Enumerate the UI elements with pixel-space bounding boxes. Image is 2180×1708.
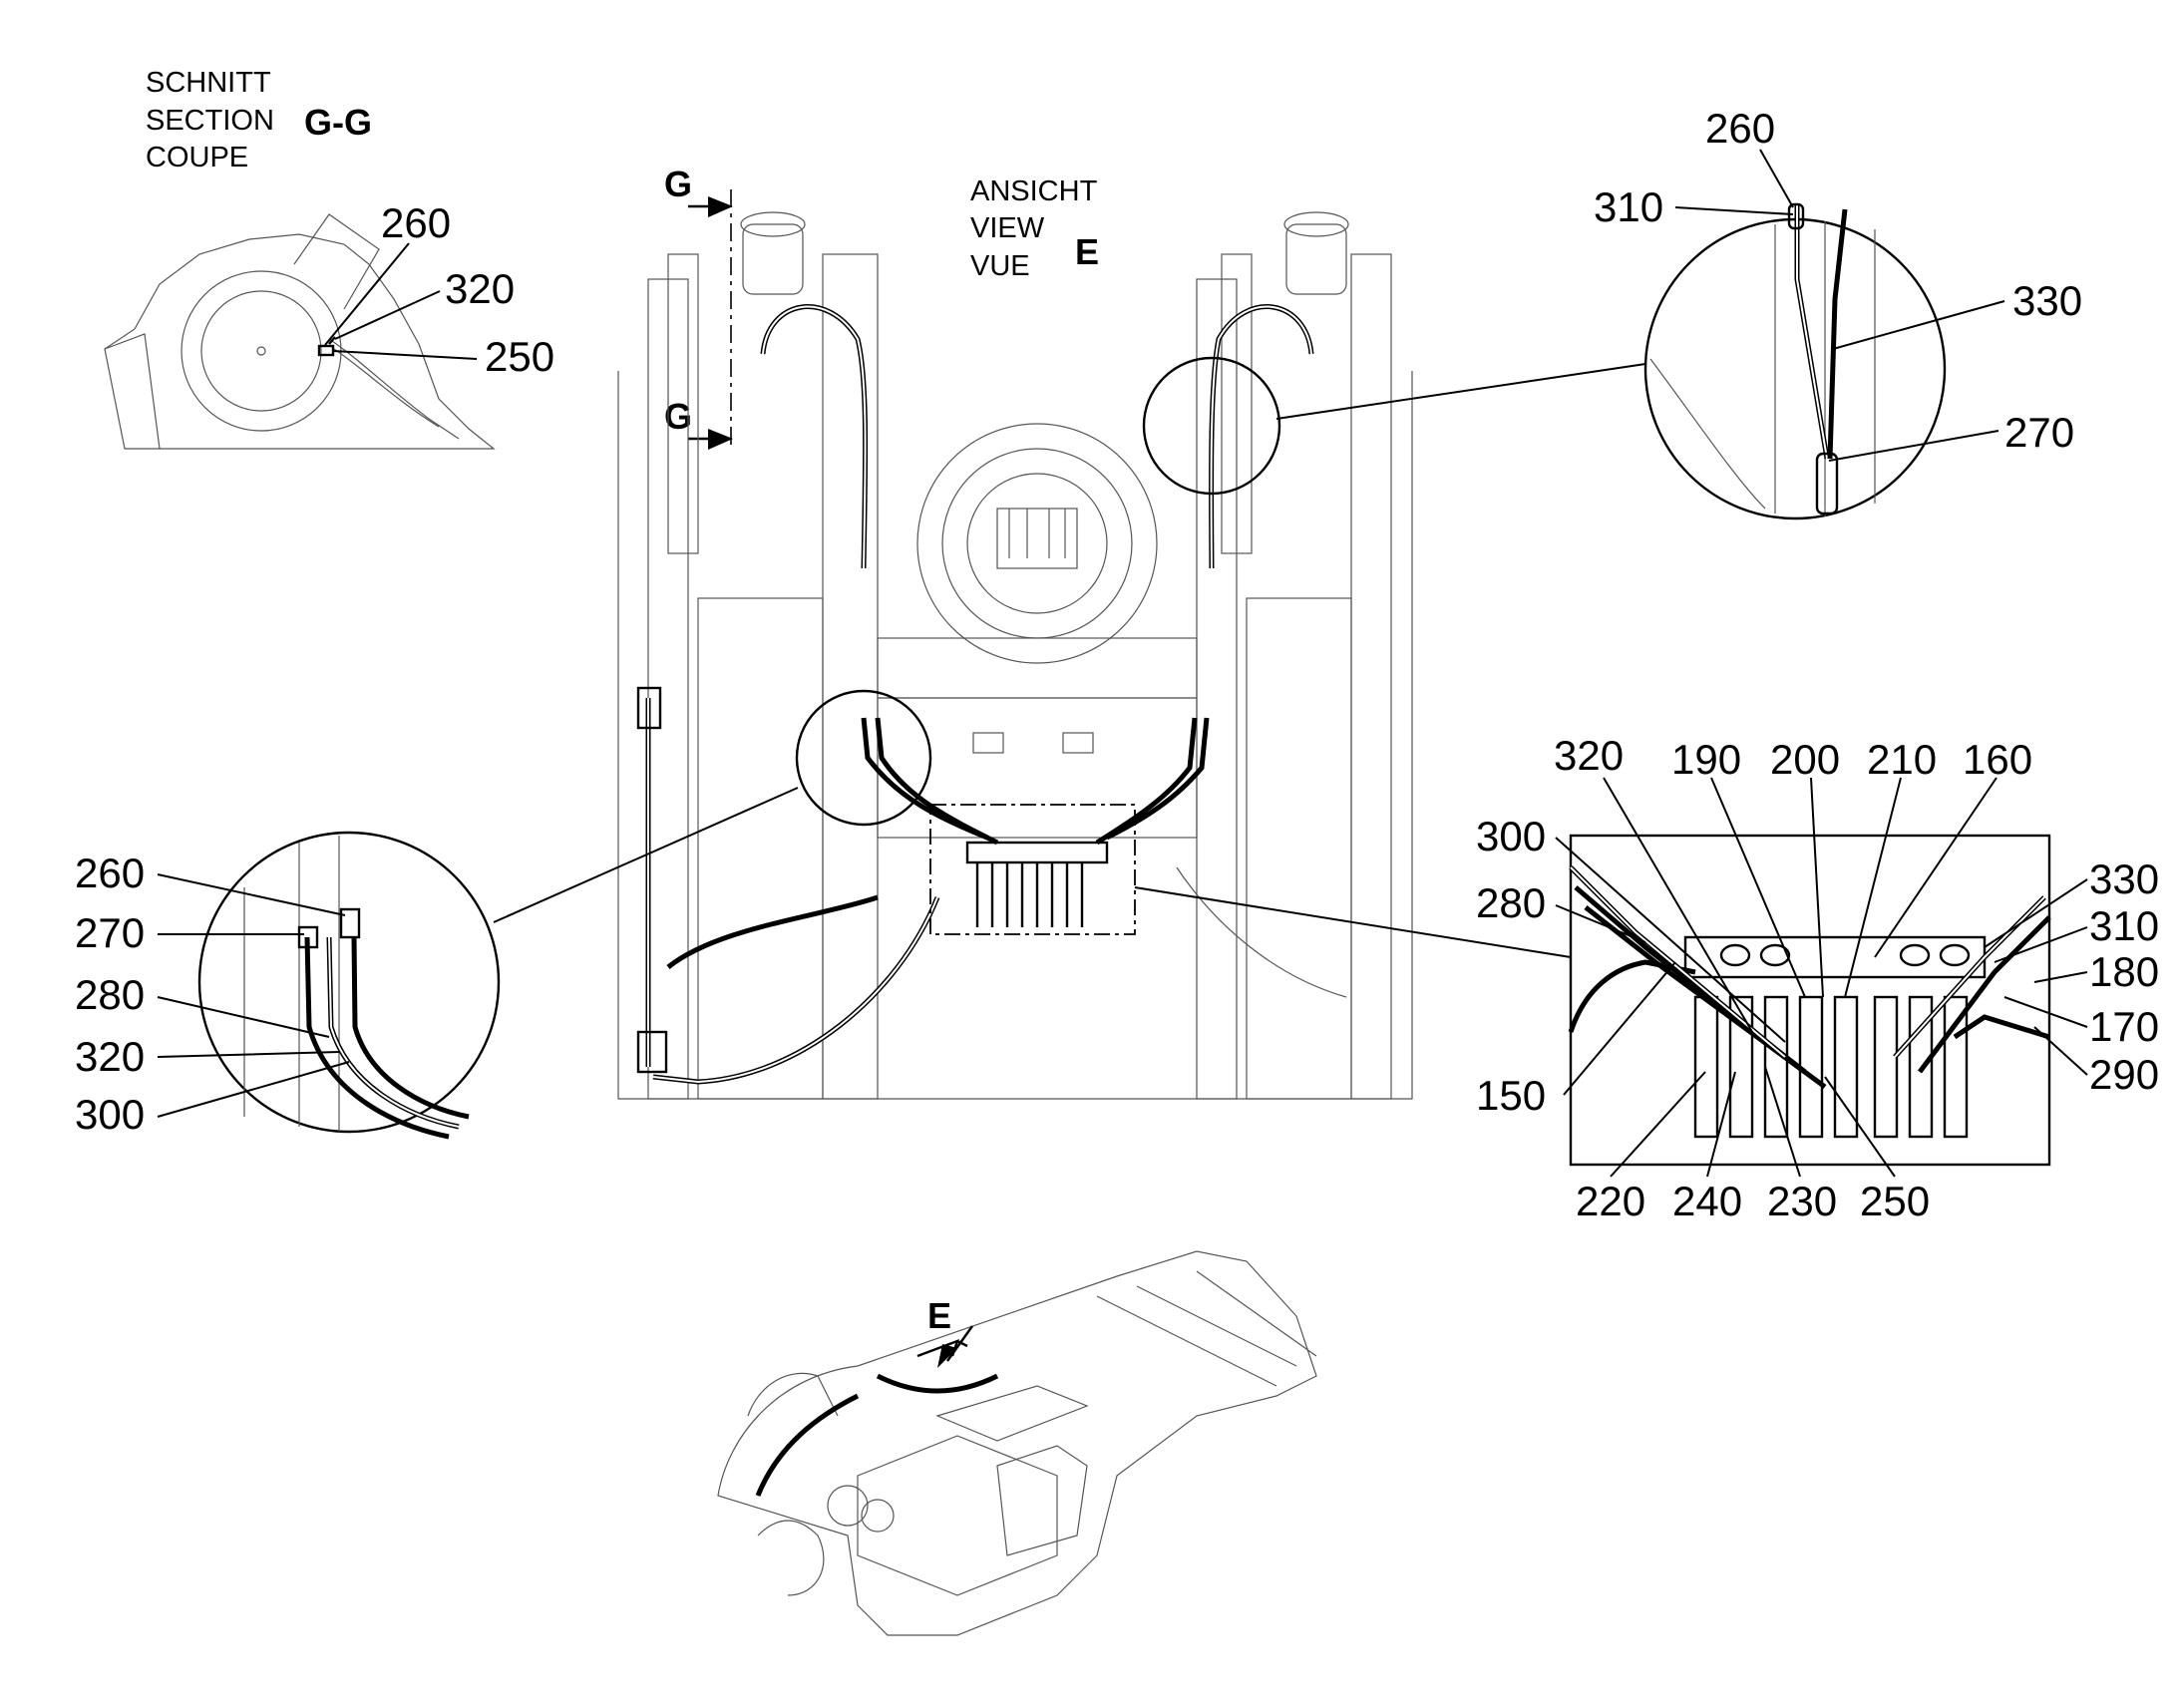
callout-320: 320	[75, 1033, 145, 1080]
detail-circle-top	[1142, 356, 1281, 496]
view-title-en: VIEW	[970, 212, 1045, 244]
callout-270: 270	[75, 909, 145, 956]
arrow-icon	[708, 196, 733, 217]
callout-250: 250	[1860, 1178, 1930, 1224]
callout-220: 220	[1576, 1178, 1645, 1224]
section-gg-drawing	[104, 213, 496, 450]
valve-block-small	[965, 841, 1109, 927]
callout-310: 310	[2089, 902, 2159, 949]
arrow-icon	[708, 429, 733, 450]
section-gg: SCHNITT SECTION COUPE G-G 260 320 250	[104, 67, 554, 450]
callout-260: 260	[381, 199, 451, 246]
callout-320: 320	[445, 265, 515, 312]
section-id: G-G	[304, 102, 372, 143]
callout-170: 170	[2089, 1003, 2159, 1050]
detail-valve: 320 190 200 210 160 300 280 150 330 310 …	[1476, 732, 2159, 1224]
view-e: ANSICHT VIEW VUE E G G	[617, 164, 1413, 1100]
callout-250: 250	[485, 333, 554, 380]
section-title-fr: COUPE	[146, 142, 248, 173]
callout-200: 200	[1770, 736, 1840, 783]
detail-top-right: 260 310 330 270	[1594, 105, 2082, 520]
callout-240: 240	[1672, 1178, 1742, 1224]
callout-160: 160	[1963, 736, 2032, 783]
callout-280: 280	[75, 971, 145, 1018]
callout-190: 190	[1671, 736, 1741, 783]
callout-210: 210	[1867, 736, 1937, 783]
detail-left: 260 270 280 320 300	[75, 831, 501, 1140]
section-title-de: SCHNITT	[146, 67, 271, 99]
view-title-fr: VUE	[970, 250, 1030, 282]
callout-330: 330	[2089, 855, 2159, 902]
overview-iso: E	[717, 1250, 1317, 1636]
cut-marker-g-bottom: G	[664, 396, 692, 437]
callout-320: 320	[1554, 732, 1624, 779]
callout-310: 310	[1594, 183, 1663, 230]
view-title-de: ANSICHT	[970, 175, 1098, 207]
detail-circle-left	[795, 689, 932, 827]
cut-marker-g-top: G	[664, 164, 692, 204]
callout-260: 260	[1705, 105, 1775, 152]
callout-290: 290	[2089, 1051, 2159, 1098]
callout-270: 270	[2004, 409, 2074, 456]
callout-300: 300	[75, 1091, 145, 1138]
callout-280: 280	[1476, 879, 1546, 926]
section-title-en: SECTION	[146, 105, 274, 137]
view-id: E	[1075, 231, 1099, 272]
overview-view-arrow-label: E	[927, 1295, 951, 1336]
callout-300: 300	[1476, 813, 1546, 859]
arrow-icon	[937, 1344, 957, 1368]
callout-260: 260	[75, 850, 145, 896]
callout-230: 230	[1767, 1178, 1837, 1224]
callout-330: 330	[2012, 277, 2082, 324]
callout-180: 180	[2089, 948, 2159, 995]
callout-150: 150	[1476, 1072, 1546, 1119]
